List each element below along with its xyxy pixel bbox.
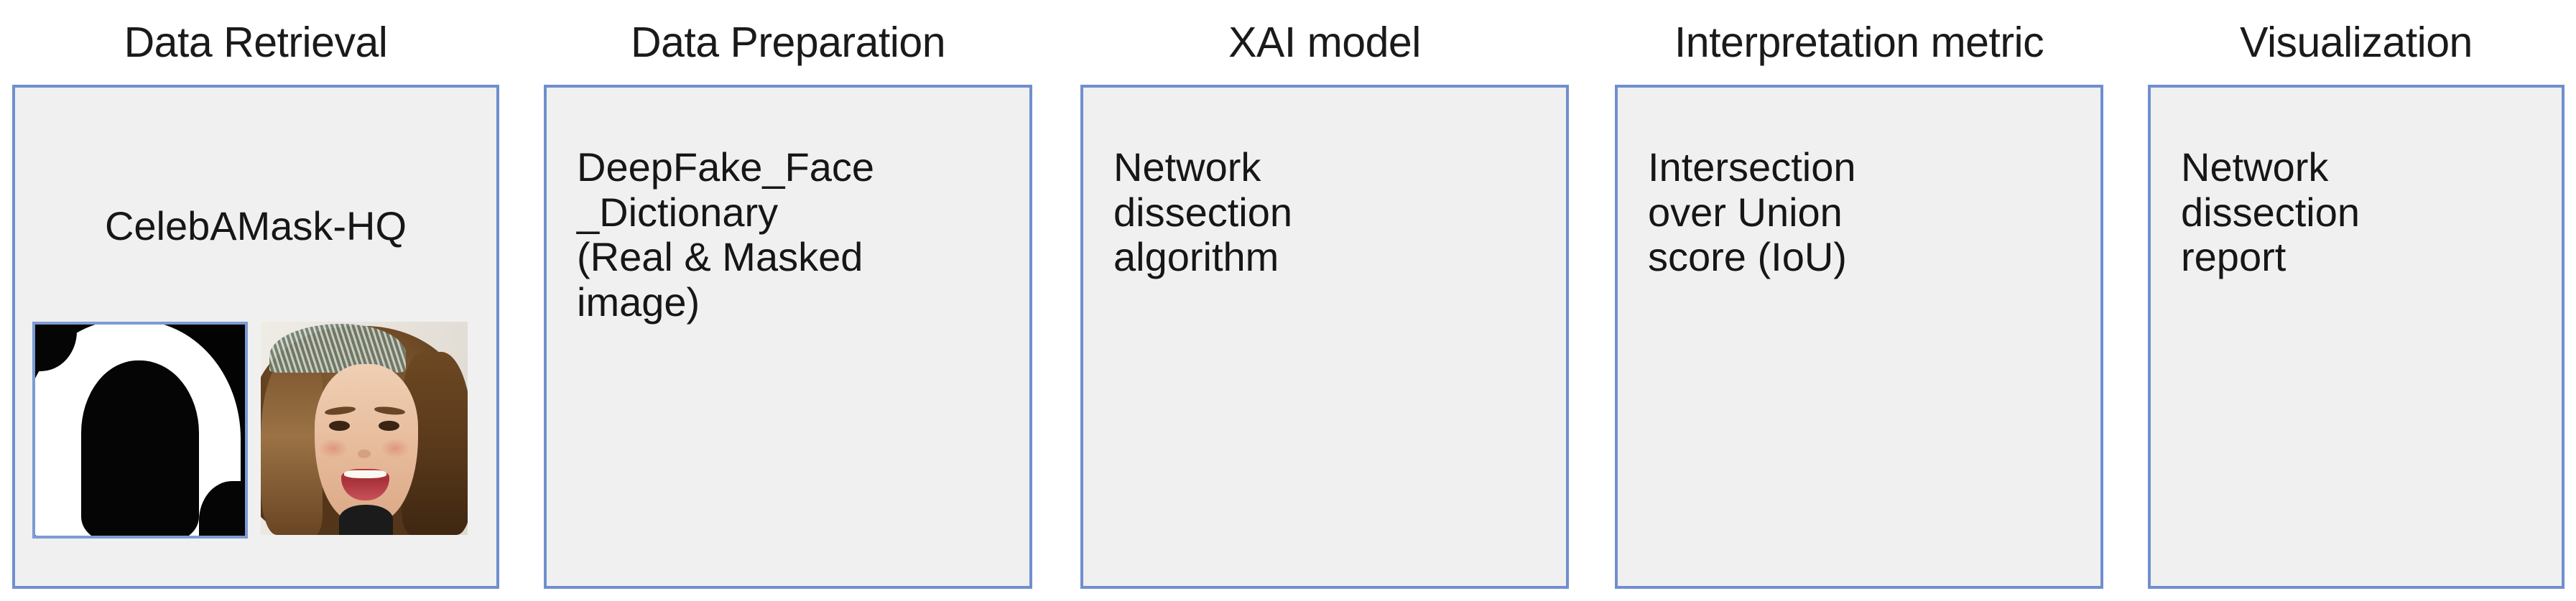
hair-left-strand (261, 355, 323, 535)
image-pair (32, 322, 468, 539)
pipeline-stage-data-preparation: Data Preparation DeepFake_Face _Dictiona… (544, 0, 1032, 601)
mask-face-region (81, 360, 199, 536)
pipeline-stage-data-retrieval: Data Retrieval CelebAMask-HQ (12, 0, 499, 601)
stage-box-interpretation-metric: Intersection over Union score (IoU) (1615, 85, 2103, 589)
teeth-shape (344, 470, 386, 479)
dataset-label-celebamask-hq: CelebAMask-HQ (104, 203, 407, 248)
pipeline-stage-xai-model: XAI model Network dissection algorithm (1080, 0, 1569, 601)
nose-shape (358, 449, 371, 459)
segmentation-mask-thumbnail (32, 322, 248, 539)
pipeline-stage-interpretation-metric: Interpretation metric Intersection over … (1615, 0, 2103, 601)
stage-box-xai-model: Network dissection algorithm (1080, 85, 1569, 589)
stage-body-data-preparation: DeepFake_Face _Dictionary (Real & Masked… (577, 144, 875, 325)
blush-right (381, 439, 410, 459)
tiara-shape (269, 323, 406, 373)
stage-title-visualization: Visualization (2240, 19, 2473, 66)
neckline-shape (339, 505, 394, 535)
eye-right (379, 421, 399, 431)
stage-title-xai-model: XAI model (1228, 19, 1421, 66)
eye-left (329, 421, 350, 431)
celebrity-face-photo-thumbnail (261, 322, 468, 535)
stage-body-xai-model: Network dissection algorithm (1113, 144, 1293, 280)
stage-title-interpretation-metric: Interpretation metric (1674, 19, 2044, 66)
stage-box-visualization: Network dissection report (2148, 85, 2565, 589)
stage-body-visualization: Network dissection report (2181, 144, 2360, 280)
pipeline-stage-visualization: Visualization Network dissection report (2148, 0, 2565, 601)
stage-title-data-retrieval: Data Retrieval (124, 19, 388, 66)
stage-box-data-preparation: DeepFake_Face _Dictionary (Real & Masked… (544, 85, 1032, 589)
blush-left (318, 439, 348, 459)
stage-body-interpretation-metric: Intersection over Union score (IoU) (1648, 144, 1856, 280)
stage-title-data-preparation: Data Preparation (630, 19, 946, 66)
stage-box-data-retrieval: CelebAMask-HQ (12, 85, 499, 589)
